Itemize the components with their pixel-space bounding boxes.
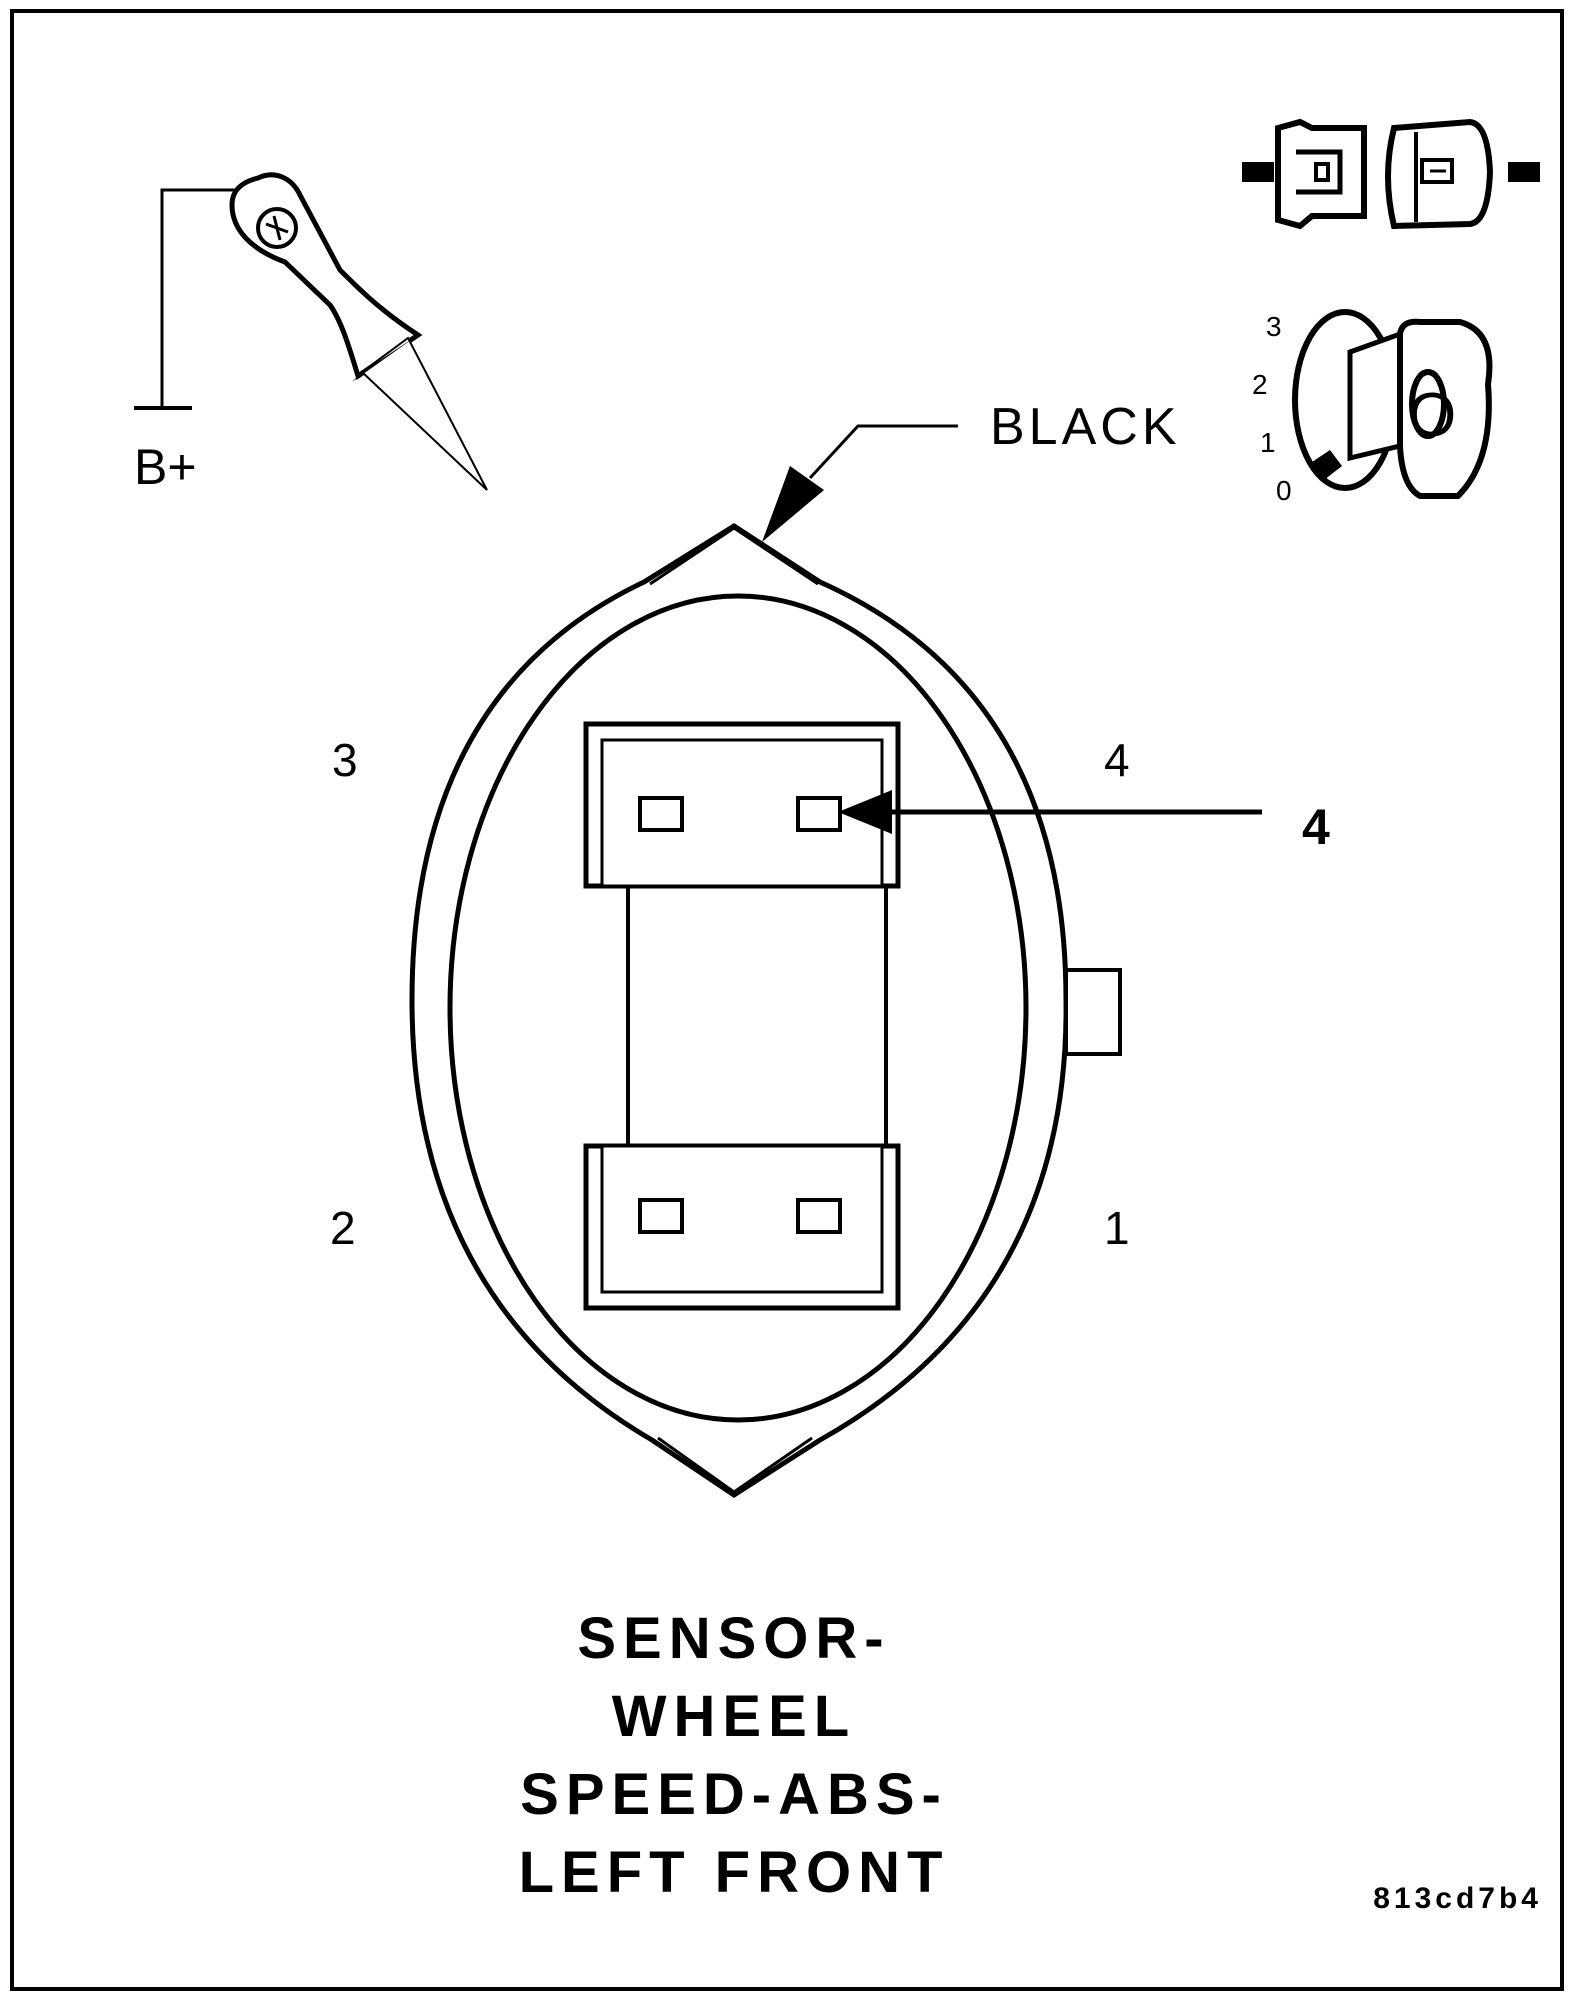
cavity-label-2: 2 bbox=[330, 1202, 356, 1254]
locking-tab bbox=[1064, 968, 1122, 1056]
b-plus-label: B+ bbox=[134, 439, 197, 495]
title-line-2: WHEEL bbox=[612, 1684, 856, 1749]
frame-border bbox=[10, 9, 1564, 1991]
terminal-carrier bbox=[583, 721, 901, 1311]
wire-color-leader-arrow bbox=[762, 466, 824, 542]
cavity-1 bbox=[796, 1198, 842, 1234]
title-line-1: SENSOR- bbox=[577, 1606, 890, 1671]
cavity-label-4: 4 bbox=[1104, 734, 1130, 786]
cavity-2 bbox=[638, 1198, 684, 1234]
ignition-position-0: 0 bbox=[1276, 475, 1292, 506]
cavity-label-1: 1 bbox=[1104, 1202, 1130, 1254]
ignition-key-icon bbox=[1292, 309, 1493, 499]
cavity-3 bbox=[638, 796, 684, 832]
wire-color-leader-line bbox=[808, 424, 958, 480]
wire-color-label: BLACK bbox=[990, 398, 1181, 456]
callout-label: 4 bbox=[1302, 799, 1330, 855]
back-probe-tool-icon bbox=[134, 172, 488, 491]
title-line-3: SPEED-ABS- bbox=[520, 1762, 948, 1827]
figure-code: 813cd7b4 bbox=[1373, 1882, 1542, 1915]
cavity-4 bbox=[796, 796, 842, 832]
ignition-position-2: 2 bbox=[1252, 369, 1268, 400]
ignition-position-1: 1 bbox=[1260, 427, 1276, 458]
connector-disconnected-icon bbox=[1242, 118, 1540, 230]
callout-arrowhead bbox=[838, 790, 892, 834]
ignition-key-letter: O bbox=[1408, 381, 1456, 450]
cavity-label-3: 3 bbox=[332, 734, 358, 786]
ignition-position-3: 3 bbox=[1266, 311, 1282, 342]
title-line-4: LEFT FRONT bbox=[519, 1840, 950, 1905]
